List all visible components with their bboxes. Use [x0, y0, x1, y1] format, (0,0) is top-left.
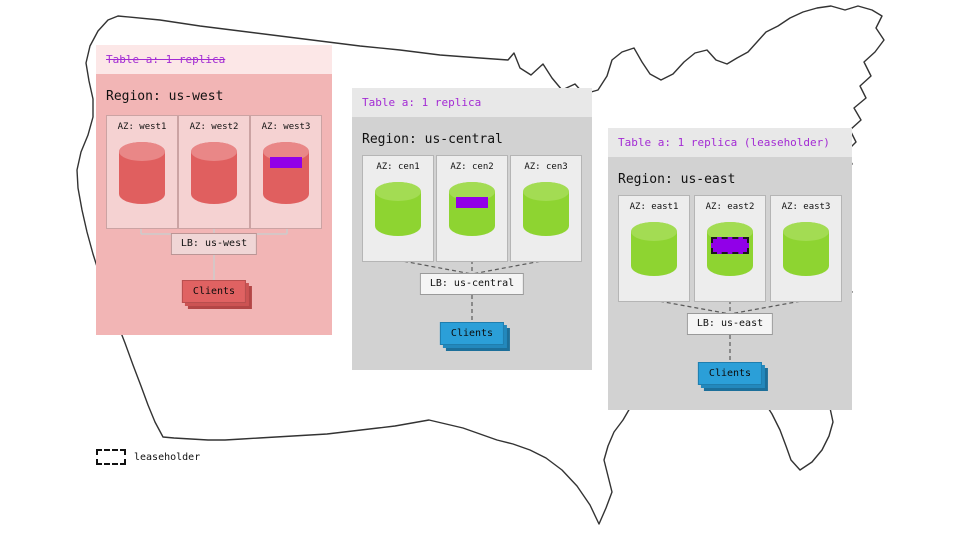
az-label: AZ: west1 — [117, 122, 167, 132]
table-replica-label: Table a: 1 replica (leaseholder) — [608, 128, 852, 157]
az-box-west3: AZ: west3 — [250, 115, 322, 229]
az-label: AZ: east3 — [781, 202, 831, 212]
load-balancer-box: LB: us-east — [686, 313, 774, 335]
az-box-east1: AZ: east1 — [618, 195, 690, 302]
leaseholder-legend-swatch-icon — [96, 449, 126, 465]
clients-box: Clients — [181, 280, 247, 303]
replica-range-chip — [456, 197, 488, 208]
database-cylinder-icon — [263, 142, 309, 204]
az-row: AZ: cen1 AZ: cen2 AZ: cen3 — [362, 155, 582, 262]
database-cylinder-icon — [191, 142, 237, 204]
database-cylinder-icon — [707, 222, 753, 276]
database-cylinder-icon — [523, 182, 569, 236]
clients-box: Clients — [439, 322, 505, 345]
az-label: AZ: cen3 — [524, 162, 568, 172]
region-title: Region: us-east — [618, 172, 736, 187]
load-balancer-box: LB: us-central — [419, 273, 525, 295]
az-box-east2: AZ: east2 — [694, 195, 766, 302]
leaseholder-range-chip — [711, 237, 749, 254]
az-label: AZ: west3 — [261, 122, 311, 132]
az-box-west2: AZ: west2 — [178, 115, 250, 229]
connector-lines-us-central — [396, 259, 548, 324]
region-panel-us-central: Table a: 1 replica Region: us-central AZ… — [352, 88, 592, 370]
az-label: AZ: cen2 — [450, 162, 494, 172]
clients-box: Clients — [697, 362, 763, 385]
database-cylinder-icon — [375, 182, 421, 236]
az-row: AZ: east1 AZ: east2 AZ: east3 — [618, 195, 842, 302]
az-label: AZ: east2 — [705, 202, 755, 212]
az-box-cen1: AZ: cen1 — [362, 155, 434, 262]
database-cylinder-icon — [783, 222, 829, 276]
region-panel-us-east: Table a: 1 replica (leaseholder) Region:… — [608, 128, 852, 410]
legend: leaseholder — [96, 449, 200, 465]
az-label: AZ: cen1 — [376, 162, 420, 172]
az-label: AZ: west2 — [189, 122, 239, 132]
region-title: Region: us-west — [106, 89, 224, 104]
connector-lines-us-east — [652, 299, 808, 364]
az-box-west1: AZ: west1 — [106, 115, 178, 229]
az-box-cen2: AZ: cen2 — [436, 155, 508, 262]
region-title: Region: us-central — [362, 132, 503, 147]
database-cylinder-icon — [449, 182, 495, 236]
table-replica-label: Table a: 1 replica — [96, 45, 332, 74]
region-panel-us-west: Table a: 1 replica Region: us-west AZ: w… — [96, 45, 332, 335]
az-box-east3: AZ: east3 — [770, 195, 842, 302]
database-cylinder-icon — [119, 142, 165, 204]
az-box-cen3: AZ: cen3 — [510, 155, 582, 262]
load-balancer-box: LB: us-west — [170, 233, 258, 255]
az-label: AZ: east1 — [629, 202, 679, 212]
az-row: AZ: west1 AZ: west2 AZ: west3 — [106, 115, 322, 229]
replica-range-chip — [270, 157, 302, 168]
database-cylinder-icon — [631, 222, 677, 276]
table-replica-label: Table a: 1 replica — [352, 88, 592, 117]
leaseholder-legend-label: leaseholder — [134, 451, 201, 463]
